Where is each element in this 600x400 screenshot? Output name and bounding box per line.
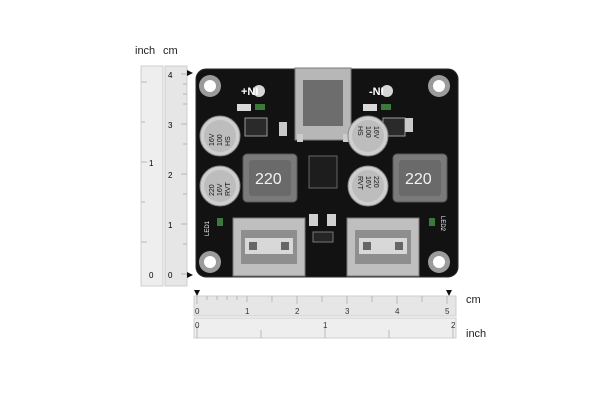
horizontal-ruler-scale: 0 1 2 3 4 5 0 1 2 xyxy=(193,290,457,339)
horizontal-inch-tick-2: 2 xyxy=(451,321,456,330)
led-input-right xyxy=(381,85,393,97)
horizontal-cm-tick-1: 1 xyxy=(245,307,250,316)
horizontal-inch-tick-1: 1 xyxy=(323,321,328,330)
vertical-ruler-inch-unit: inch xyxy=(135,45,156,57)
vertical-ruler: inch cm 4 3 2 1 0 1 0 xyxy=(135,40,195,290)
vertical-ruler-scale: 4 3 2 1 0 1 0 xyxy=(140,65,193,287)
horizontal-ruler-inch-unit: inch xyxy=(466,328,487,340)
svg-text:16V: 16V xyxy=(364,176,371,189)
pcb-board: +NI -NI 16V 100 HS 16V 100 HS 220 220 xyxy=(195,67,459,278)
horizontal-cm-tick-3: 3 xyxy=(345,307,350,316)
svg-text:16V: 16V xyxy=(372,126,379,139)
mounting-hole-bottom-right xyxy=(428,251,450,273)
svg-text:220: 220 xyxy=(372,176,379,188)
inductor-right: 220 xyxy=(392,153,448,203)
vertical-cm-tick-3: 3 xyxy=(168,121,173,130)
usb-port-right xyxy=(346,217,420,277)
svg-text:220: 220 xyxy=(255,171,282,188)
input-negative-label: -NI xyxy=(369,86,384,98)
svg-text:100: 100 xyxy=(364,126,371,138)
svg-text:16V: 16V xyxy=(209,133,216,146)
capacitor-top-right: 16V 100 HS xyxy=(347,115,389,157)
svg-text:HS: HS xyxy=(356,126,363,136)
vertical-cm-tick-1: 1 xyxy=(168,221,173,230)
vertical-inch-tick-0: 0 xyxy=(149,271,154,280)
center-chip xyxy=(308,155,338,189)
svg-text:16V: 16V xyxy=(217,183,224,196)
svg-text:100: 100 xyxy=(217,134,224,146)
horizontal-cm-tick-2: 2 xyxy=(295,307,300,316)
inductor-left: 220 xyxy=(242,153,298,203)
horizontal-ruler: 0 1 2 3 4 5 0 1 2 cm inch xyxy=(190,286,495,346)
led-input-left xyxy=(253,85,265,97)
led2-label: LED2 xyxy=(439,216,445,232)
horizontal-inch-tick-0: 0 xyxy=(195,321,200,330)
svg-text:RVT: RVT xyxy=(225,181,232,196)
vertical-cm-tick-0: 0 xyxy=(168,271,173,280)
mounting-hole-top-left xyxy=(199,75,221,97)
capacitor-top-left: 16V 100 HS xyxy=(199,115,241,157)
vertical-inch-tick-1: 1 xyxy=(149,159,154,168)
led1-label: LED1 xyxy=(205,220,211,236)
svg-text:220: 220 xyxy=(209,184,216,196)
mounting-hole-top-right xyxy=(428,75,450,97)
mounting-hole-bottom-left xyxy=(199,251,221,273)
svg-text:RVT: RVT xyxy=(356,176,363,191)
input-positive-label: +NI xyxy=(241,86,258,98)
horizontal-cm-tick-4: 4 xyxy=(395,307,400,316)
horizontal-ruler-cm-unit: cm xyxy=(466,294,481,306)
capacitor-bottom-left: 220 16V RVT xyxy=(199,165,241,207)
vertical-ruler-cm-unit: cm xyxy=(163,45,178,57)
input-connector xyxy=(294,67,352,142)
capacitor-bottom-right: 220 16V RVT xyxy=(347,165,389,207)
horizontal-cm-tick-5: 5 xyxy=(445,307,450,316)
svg-text:HS: HS xyxy=(225,136,232,146)
vertical-cm-tick-2: 2 xyxy=(168,171,173,180)
svg-text:220: 220 xyxy=(405,171,432,188)
horizontal-cm-tick-0: 0 xyxy=(195,307,200,316)
vertical-cm-tick-4: 4 xyxy=(168,71,173,80)
usb-port-left xyxy=(232,217,306,277)
